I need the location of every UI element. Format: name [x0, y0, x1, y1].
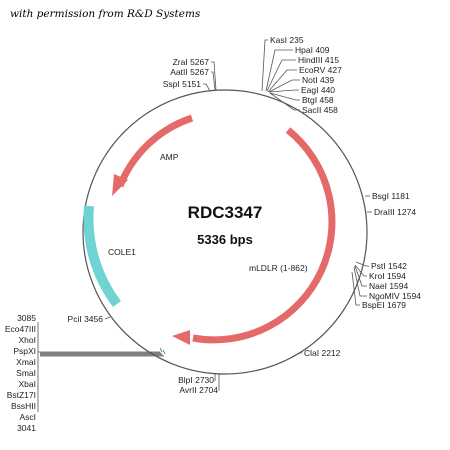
- site-label: PciI 3456: [68, 314, 104, 324]
- feature-label-mldlr: mLDLR (1-862): [249, 263, 308, 273]
- site-label: BsgI 1181: [372, 191, 410, 201]
- site-label: 3085: [17, 313, 36, 323]
- site-label: PspXI: [13, 346, 36, 356]
- site-label: SspI 5151: [163, 79, 202, 89]
- site-label: BstZ17I: [7, 390, 36, 400]
- site-label: NotI 439: [302, 75, 334, 85]
- feature-label-cole1: COLE1: [108, 247, 136, 257]
- site-label: AvrII 2704: [179, 385, 218, 395]
- site-cluster-left: PciI 3456: [68, 314, 111, 324]
- site-label: SmaI: [16, 368, 36, 378]
- site-cluster-top-left: ZraI 5267 AatII 5267 SspI 5151: [163, 57, 217, 92]
- feature-amp-arrowhead: [112, 174, 128, 196]
- feature-cole1-band: [83, 205, 122, 308]
- site-label: HpaI 409: [295, 45, 330, 55]
- site-label: NgoMIV 1594: [369, 291, 421, 301]
- feature-mldlr-arc: [192, 127, 336, 344]
- site-label: ZraI 5267: [173, 57, 210, 67]
- site-label: HindIII 415: [298, 55, 339, 65]
- feature-label-amp: AMP: [160, 152, 179, 162]
- site-label: KroI 1594: [369, 271, 406, 281]
- plasmid-size: 5336 bps: [197, 232, 253, 247]
- site-cluster-bottom: BlpI 2730 AvrII 2704: [178, 373, 220, 395]
- plasmid-name: RDC3347: [188, 203, 263, 222]
- credit-text: with permission from R&D Systems: [10, 8, 201, 20]
- site-cluster-left-lower: 3085 Eco47III XhoI PspXI XmaI SmaI XbaI …: [5, 313, 164, 433]
- site-cluster-bottom-right: ClaI 2212: [291, 348, 341, 358]
- site-label: BlpI 2730: [178, 375, 214, 385]
- site-cluster-top: KasI 235 HpaI 409 HindIII 415 EcoRV 427 …: [261, 35, 342, 115]
- site-label: KasI 235: [270, 35, 304, 45]
- site-label: 3041: [17, 423, 36, 433]
- feature-amp-arc: [116, 114, 194, 188]
- site-label: SacII 458: [302, 105, 338, 115]
- site-label: XbaI: [19, 379, 37, 389]
- site-label: BspEI 1679: [362, 300, 406, 310]
- site-label: EcoRV 427: [299, 65, 342, 75]
- site-cluster-right: BsgI 1181 DraIII 1274: [365, 191, 416, 217]
- site-label: PstI 1542: [371, 261, 407, 271]
- site-ticks-left: [159, 347, 166, 355]
- site-label: XhoI: [19, 335, 37, 345]
- site-label: NaeI 1594: [369, 281, 408, 291]
- site-cluster-right-lower: PstI 1542 KroI 1594 NaeI 1594 NgoMIV 159…: [351, 261, 421, 310]
- site-label: AscI: [19, 412, 36, 422]
- backbone-circle: [82, 89, 368, 375]
- site-label: EagI 440: [301, 85, 335, 95]
- feature-mldlr-arrowhead: [172, 330, 190, 345]
- site-label: XmaI: [16, 357, 36, 367]
- site-label: ClaI 2212: [304, 348, 341, 358]
- site-label: AatII 5267: [170, 67, 209, 77]
- site-label: BssHII: [11, 401, 36, 411]
- site-label: DraIII 1274: [374, 207, 416, 217]
- site-label: BtgI 458: [302, 95, 334, 105]
- site-label: Eco47III: [5, 324, 36, 334]
